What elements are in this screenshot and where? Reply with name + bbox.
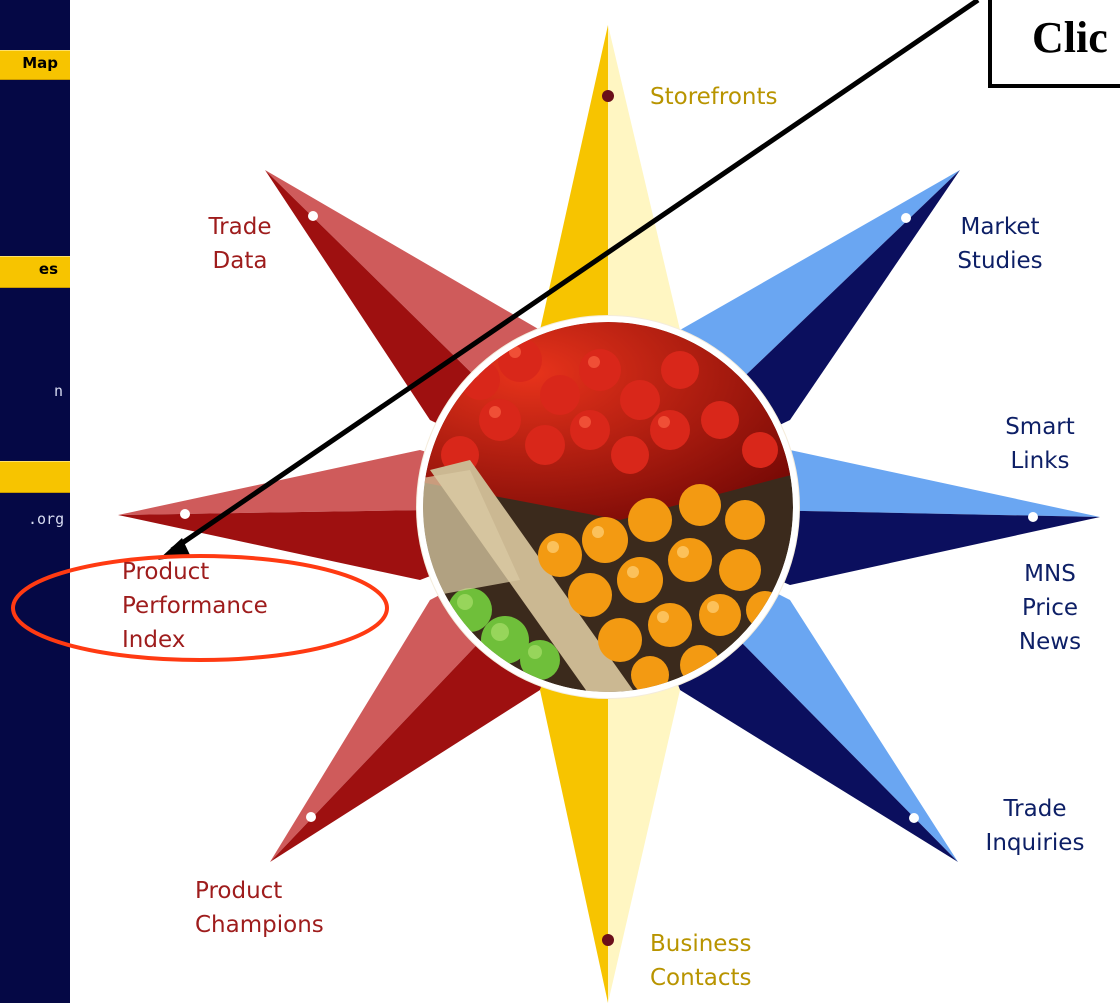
- label-line: Inquiries: [985, 830, 1085, 856]
- link-storefronts[interactable]: Storefronts: [650, 80, 778, 114]
- label-line: Trade: [1003, 796, 1067, 822]
- sidebar-header-services[interactable]: es: [0, 256, 70, 288]
- label-line: Performance: [122, 593, 268, 619]
- label-line: Business: [650, 931, 752, 957]
- sidebar-header[interactable]: [0, 461, 70, 493]
- sidebar-header-label: Map: [22, 54, 58, 72]
- sidebar-header-site-map[interactable]: Map: [0, 50, 70, 80]
- label-line: Storefronts: [650, 84, 778, 110]
- sidebar-link[interactable]: n: [54, 382, 64, 400]
- tip-dot: [602, 934, 614, 946]
- tip-dot: [602, 90, 614, 102]
- label-line: Product: [122, 559, 210, 585]
- label-line: Links: [1010, 448, 1070, 474]
- label-line: Product: [195, 878, 283, 904]
- label-line: Smart: [1005, 414, 1075, 440]
- label-line: Index: [122, 627, 186, 653]
- link-smart-links[interactable]: Smart Links: [990, 410, 1090, 478]
- label-line: Trade: [208, 214, 272, 240]
- label-line: Contacts: [650, 965, 752, 991]
- sidebar-link-org[interactable]: .org: [28, 510, 65, 528]
- link-product-performance-index[interactable]: Product Performance Index: [122, 555, 268, 657]
- link-market-studies[interactable]: Market Studies: [935, 210, 1065, 278]
- highlight-ellipse: [11, 554, 389, 662]
- tip-dot: [306, 812, 316, 822]
- link-product-champions[interactable]: Product Champions: [195, 874, 324, 942]
- label-line: Market: [960, 214, 1040, 240]
- callout-text: Clic: [1032, 13, 1108, 62]
- tip-dot: [180, 509, 190, 519]
- label-line: Champions: [195, 912, 324, 938]
- callout-box: Clic: [988, 0, 1120, 88]
- link-trade-inquiries[interactable]: Trade Inquiries: [960, 792, 1110, 860]
- sidebar-header-label: es: [38, 260, 58, 278]
- label-line: Data: [212, 248, 268, 274]
- tip-dot: [909, 813, 919, 823]
- link-mns-price-news[interactable]: MNS Price News: [1000, 557, 1100, 659]
- link-trade-data[interactable]: Trade Data: [190, 210, 290, 278]
- tip-dot: [308, 211, 318, 221]
- label-line: MNS: [1024, 561, 1076, 587]
- sidebar: Map es n .org: [0, 0, 70, 1003]
- link-business-contacts[interactable]: Business Contacts: [650, 927, 751, 995]
- tip-dot: [901, 213, 911, 223]
- label-line: News: [1018, 629, 1082, 655]
- label-line: Price: [1021, 595, 1079, 621]
- tip-dot: [1028, 512, 1038, 522]
- label-line: Studies: [957, 248, 1043, 274]
